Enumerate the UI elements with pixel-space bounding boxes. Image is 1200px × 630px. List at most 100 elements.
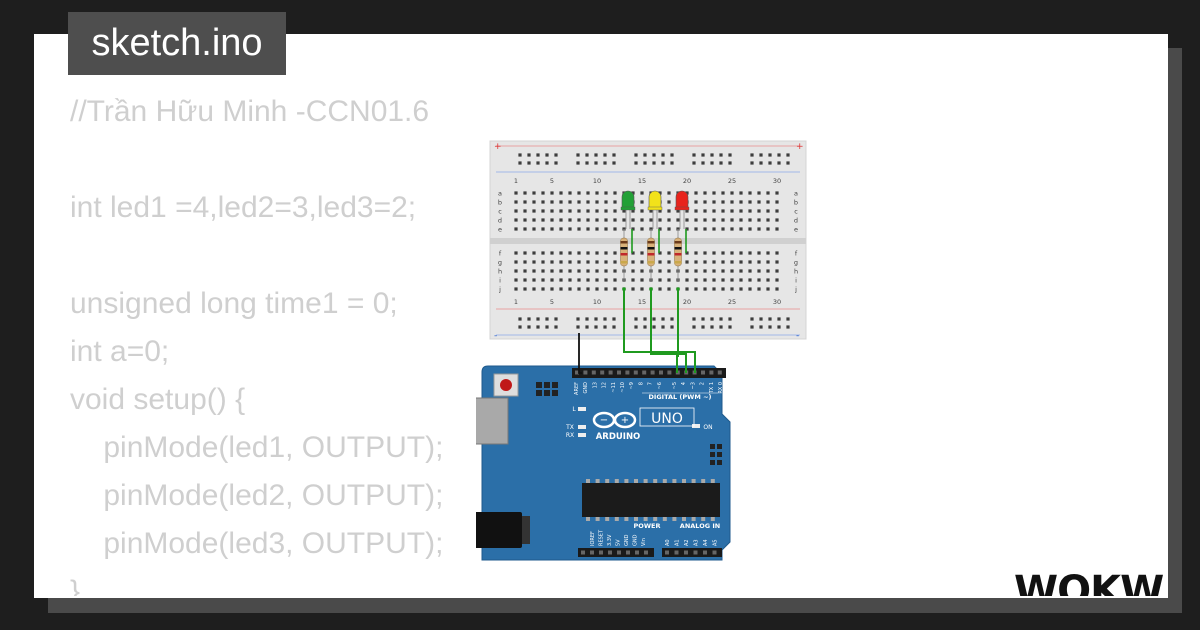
breadboard-hole <box>568 227 572 231</box>
row-letter: j <box>794 286 797 294</box>
breadboard-hole <box>595 278 599 282</box>
led-body <box>675 190 689 210</box>
breadboard-hole <box>541 278 545 282</box>
ground-wire <box>578 333 582 374</box>
breadboard-hole <box>568 278 572 282</box>
breadboard-hole <box>775 278 779 282</box>
breadboard-hole <box>757 227 761 231</box>
header-pin <box>600 370 605 375</box>
breadboard-hole <box>710 325 714 329</box>
icsp-pin <box>717 444 722 449</box>
breadboard-hole <box>750 317 754 321</box>
column-number: 30 <box>773 177 781 185</box>
breadboard-hole <box>568 260 572 264</box>
breadboard-hole <box>523 191 527 195</box>
breadboard-hole <box>604 251 608 255</box>
breadboard-hole <box>586 200 590 204</box>
breadboard-hole <box>514 269 518 273</box>
breadboard-hole <box>527 317 531 321</box>
breadboard-hole <box>658 287 662 291</box>
breadboard-hole <box>703 191 707 195</box>
header-pin <box>665 550 669 555</box>
header-pin <box>701 370 705 375</box>
breadboard-hole <box>541 209 545 213</box>
breadboard-hole <box>685 251 689 255</box>
breadboard-hole <box>694 269 698 273</box>
breadboard-hole <box>748 269 752 273</box>
logo-plus: + <box>621 415 629 426</box>
breadboard-hole <box>545 161 549 165</box>
header-pin <box>633 370 638 375</box>
breadboard-hole <box>559 218 563 222</box>
on-led <box>692 424 700 428</box>
breadboard-hole <box>712 278 716 282</box>
breadboard-hole <box>595 227 599 231</box>
breadboard-hole <box>667 251 671 255</box>
breadboard-hole <box>777 325 781 329</box>
row-letter: a <box>794 190 798 198</box>
resistor-body <box>674 237 682 267</box>
column-number: 5 <box>550 298 554 306</box>
breadboard-hole <box>586 209 590 213</box>
breadboard-hole <box>670 153 674 157</box>
digital-pin-label: 2 <box>700 382 706 385</box>
resistor-band <box>674 241 682 244</box>
breadboard-hole <box>536 325 540 329</box>
breadboard-hole <box>631 227 635 231</box>
breadboard-hole <box>640 251 644 255</box>
chip-pin <box>672 479 677 483</box>
breadboard-hole <box>595 287 599 291</box>
breadboard-hole <box>692 317 696 321</box>
breadboard-hole <box>766 200 770 204</box>
breadboard-hole <box>541 287 545 291</box>
breadboard-hole <box>576 325 580 329</box>
breadboard-hole <box>777 161 781 165</box>
header-pin <box>608 370 613 375</box>
rail-plus-label: + <box>796 142 804 152</box>
breadboard-hole <box>577 278 581 282</box>
breadboard-hole <box>739 218 743 222</box>
power-jack <box>476 512 522 548</box>
breadboard-hole <box>631 191 635 195</box>
breadboard-hole <box>775 227 779 231</box>
breadboard-hole <box>730 269 734 273</box>
breadboard-hole <box>652 325 656 329</box>
breadboard-hole <box>685 287 689 291</box>
breadboard-hole <box>550 191 554 195</box>
breadboard-hole <box>613 218 617 222</box>
breadboard-hole <box>712 251 716 255</box>
resistor-body <box>620 237 628 267</box>
chip-pin <box>653 517 658 521</box>
resistor-band <box>647 253 655 256</box>
breadboard-hole <box>554 153 558 157</box>
breadboard-hole <box>694 278 698 282</box>
file-tab[interactable]: sketch.ino <box>68 12 286 75</box>
code-line: unsigned long time1 = 0; <box>70 287 398 320</box>
breadboard-hole <box>721 251 725 255</box>
header-pin <box>599 550 603 555</box>
chip-pin <box>653 479 658 483</box>
breadboard-hole <box>748 227 752 231</box>
digital-pin-label: ~5 <box>672 382 678 389</box>
breadboard-hole <box>559 251 563 255</box>
breadboard-hole <box>728 153 732 157</box>
breadboard-hole <box>658 269 662 273</box>
icsp-pin <box>552 390 558 396</box>
breadboard-hole <box>703 260 707 264</box>
breadboard-hole <box>559 200 563 204</box>
breadboard-hole <box>586 251 590 255</box>
breadboard-hole <box>739 209 743 213</box>
breadboard-hole <box>559 227 563 231</box>
breadboard-hole <box>703 251 707 255</box>
chip-pin <box>595 517 600 521</box>
breadboard-hole <box>532 260 536 264</box>
breadboard-hole <box>613 260 617 264</box>
rx-label: RX <box>566 432 574 439</box>
breadboard-hole <box>631 269 635 273</box>
breadboard-hole <box>595 251 599 255</box>
breadboard-hole <box>559 260 563 264</box>
breadboard-hole <box>604 278 608 282</box>
preview-card: //Trần Hữu Minh -CCN01.6 int led1 =4,led… <box>34 34 1168 598</box>
breadboard-hole <box>559 278 563 282</box>
breadboard-hole <box>775 287 779 291</box>
